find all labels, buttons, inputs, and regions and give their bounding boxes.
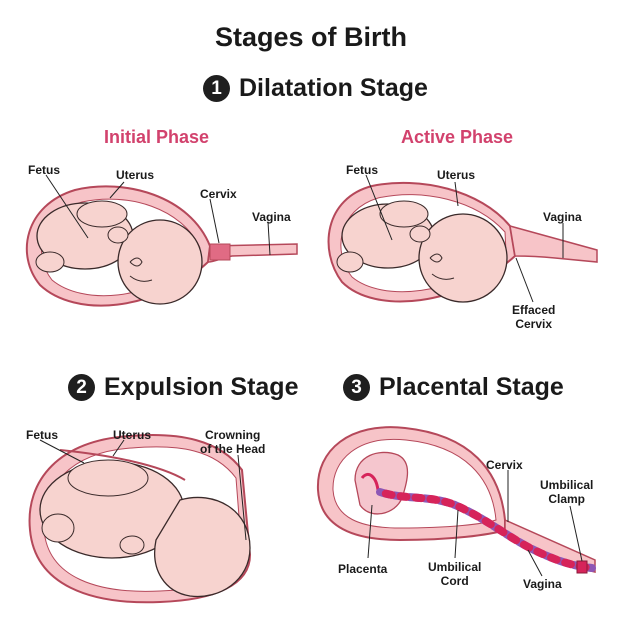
- active-effaced-cervix-line2: Cervix: [515, 317, 553, 331]
- placental-clamp-leader: [569, 505, 583, 562]
- placental-clamp-line2: Clamp: [548, 492, 586, 506]
- initial-phase-diagram: [25, 174, 298, 307]
- stage-3-heading: 3 Placental Stage: [343, 373, 564, 402]
- initial-phase-label: Initial Phase: [104, 127, 210, 147]
- placental-vagina-leader: [527, 549, 543, 577]
- active-fetus-leader: [365, 174, 393, 241]
- placental-diagram: [316, 426, 596, 577]
- initial-fetus-leg: [76, 200, 128, 228]
- stage-2-name: Expulsion Stage: [104, 373, 299, 401]
- initial-fetus-face: [129, 275, 153, 282]
- expulsion-uterus-leader: [112, 439, 125, 457]
- expulsion-fetus-leg: [67, 459, 149, 497]
- placental-cord-line2: Cord: [440, 574, 469, 588]
- placental-cord-leader: [454, 509, 459, 559]
- initial-uterus-leader: [109, 181, 125, 199]
- expulsion-fetus-hand: [119, 535, 145, 555]
- active-fetus-face: [431, 273, 455, 280]
- initial-fetus-foot: [35, 251, 65, 273]
- active-fetus-hand: [409, 225, 431, 243]
- stage-1-number: 1: [203, 75, 230, 102]
- expulsion-fetus-leader: [39, 439, 85, 464]
- stage-2-heading: 2 Expulsion Stage: [68, 373, 298, 402]
- stage-3-number: 3: [343, 374, 370, 401]
- placental-clamp-label: Umbilical Clamp: [540, 478, 593, 506]
- placenta-leader: [367, 504, 373, 559]
- active-effaced-cervix-leader: [515, 257, 534, 303]
- active-effaced-cervix-label: Effaced Cervix: [512, 303, 555, 331]
- placental-cord-line1: Umbilical: [428, 560, 482, 574]
- active-uterus-label: Uterus: [437, 168, 476, 182]
- expulsion-crowning-label: Crowning of the Head: [200, 428, 265, 456]
- stage-2-number: 2: [68, 374, 95, 401]
- expulsion-crowning-leader: [237, 454, 247, 541]
- active-uterus-leader: [454, 181, 459, 207]
- initial-fetus-hand: [107, 226, 129, 244]
- initial-fetus-ear: [129, 257, 143, 267]
- umbilical-clamp: [576, 560, 588, 574]
- initial-fetus-label: Fetus: [28, 163, 61, 177]
- active-vagina: [509, 224, 598, 263]
- active-vagina-label: Vagina: [543, 210, 582, 224]
- expulsion-uterus-label: Uterus: [113, 428, 152, 442]
- placental-cervix-label: Cervix: [486, 458, 523, 472]
- initial-cervix: [209, 243, 231, 261]
- placental-vagina-label: Vagina: [523, 577, 562, 591]
- active-phase-diagram: [327, 174, 598, 303]
- active-fetus-label: Fetus: [346, 163, 379, 177]
- expulsion-fetus-head: [154, 496, 251, 598]
- active-fetus-leg: [379, 200, 429, 228]
- initial-vagina-leader: [267, 221, 271, 256]
- initial-fetus-leader: [45, 174, 89, 239]
- expulsion-diagram: [28, 434, 252, 604]
- initial-uterus-label: Uterus: [116, 168, 155, 182]
- initial-vagina-label: Vagina: [252, 210, 291, 224]
- placental-clamp-line1: Umbilical: [540, 478, 594, 492]
- expulsion-fetus-label: Fetus: [26, 428, 59, 442]
- placenta-label: Placenta: [338, 562, 388, 576]
- active-fetus-foot: [336, 251, 364, 273]
- active-effaced-cervix-line1: Effaced: [512, 303, 556, 317]
- active-fetus-ear: [429, 253, 443, 263]
- active-fetus-head: [418, 213, 508, 303]
- placental-cord-label: Umbilical Cord: [428, 560, 481, 588]
- initial-cervix-label: Cervix: [200, 187, 237, 201]
- page-title: Stages of Birth: [214, 22, 408, 52]
- expulsion-uterus-line: [59, 449, 186, 481]
- stage-1-name: Dilatation Stage: [239, 74, 428, 102]
- placenta-edge: [360, 473, 380, 491]
- initial-fetus-head: [117, 219, 203, 305]
- expulsion-crowning-line2: of the Head: [200, 442, 266, 456]
- umbilical-cord-red: [376, 488, 596, 572]
- expulsion-fetus-foot: [41, 513, 75, 543]
- stage-1-heading: 1 Dilatation Stage: [203, 74, 428, 103]
- expulsion-crowning-line1: Crowning: [205, 428, 261, 442]
- initial-cervix-leader: [209, 198, 220, 244]
- active-phase-label: Active Phase: [401, 127, 514, 147]
- stage-3-name: Placental Stage: [379, 373, 564, 401]
